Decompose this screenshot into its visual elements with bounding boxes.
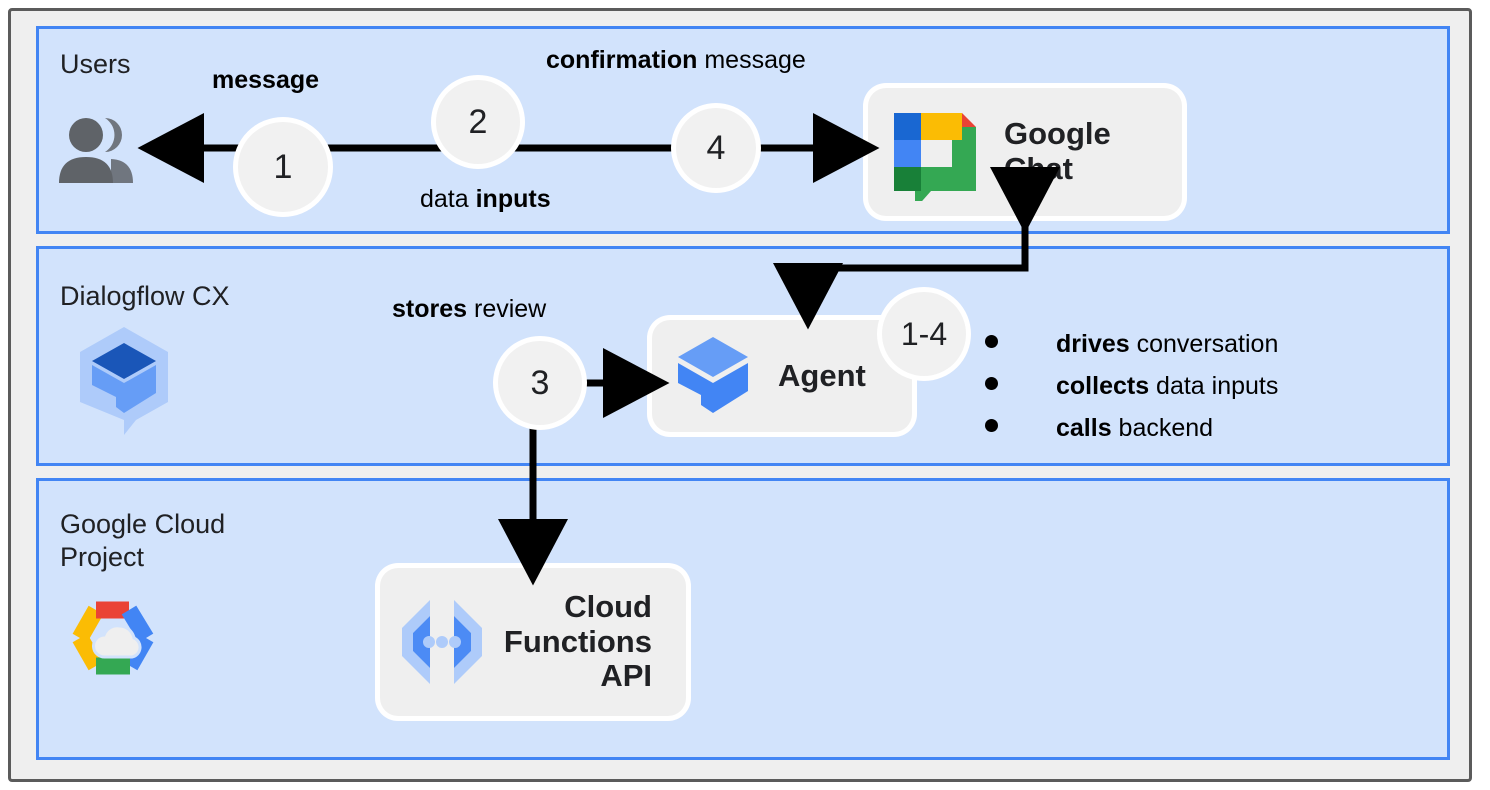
google-chat-icon	[894, 113, 976, 201]
list-item: drives conversation	[985, 330, 1278, 359]
lane-title-dialogflow: Dialogflow CX	[60, 281, 230, 311]
card-agent-label: Agent	[778, 357, 866, 393]
users-icon	[59, 118, 133, 183]
step-circle-4[interactable]: 4	[676, 108, 756, 188]
list-item: collects data inputs	[985, 372, 1278, 401]
bullet-icon	[985, 335, 998, 348]
step-circle-1[interactable]: 1	[238, 122, 328, 212]
list-item: calls backend	[985, 414, 1278, 443]
bullet-icon	[985, 419, 998, 432]
card-google-chat-label: Google Chat	[1004, 116, 1111, 186]
step-circle-1-4[interactable]: 1-4	[882, 292, 966, 376]
card-cloud-functions-label: Cloud Functions API	[503, 588, 652, 694]
flow-label-data-inputs: data inputs	[420, 185, 551, 213]
agent-capabilities-list: drives conversation collects data inputs…	[985, 330, 1278, 456]
lane-title-users: Users	[60, 49, 131, 79]
card-cloud-functions[interactable]: Cloud Functions API	[380, 568, 686, 716]
cloud-functions-icon	[402, 600, 482, 684]
card-agent[interactable]: Agent	[652, 320, 912, 432]
bullet-icon	[985, 377, 998, 390]
lane-title-gcp: Google Cloud Project	[60, 509, 226, 572]
dialogflow-cx-icon	[80, 327, 168, 435]
flow-label-message: message	[212, 66, 320, 94]
google-cloud-icon	[72, 601, 154, 675]
flow-label-stores-review: stores review	[392, 295, 547, 323]
step-circle-2[interactable]: 2	[436, 80, 520, 164]
flow-label-confirmation-message: confirmation message	[546, 46, 806, 74]
dialogflow-agent-icon	[678, 337, 748, 413]
step-circle-3[interactable]: 3	[498, 341, 582, 425]
card-google-chat[interactable]: Google Chat	[868, 88, 1182, 216]
lane-gcp	[36, 478, 1450, 760]
